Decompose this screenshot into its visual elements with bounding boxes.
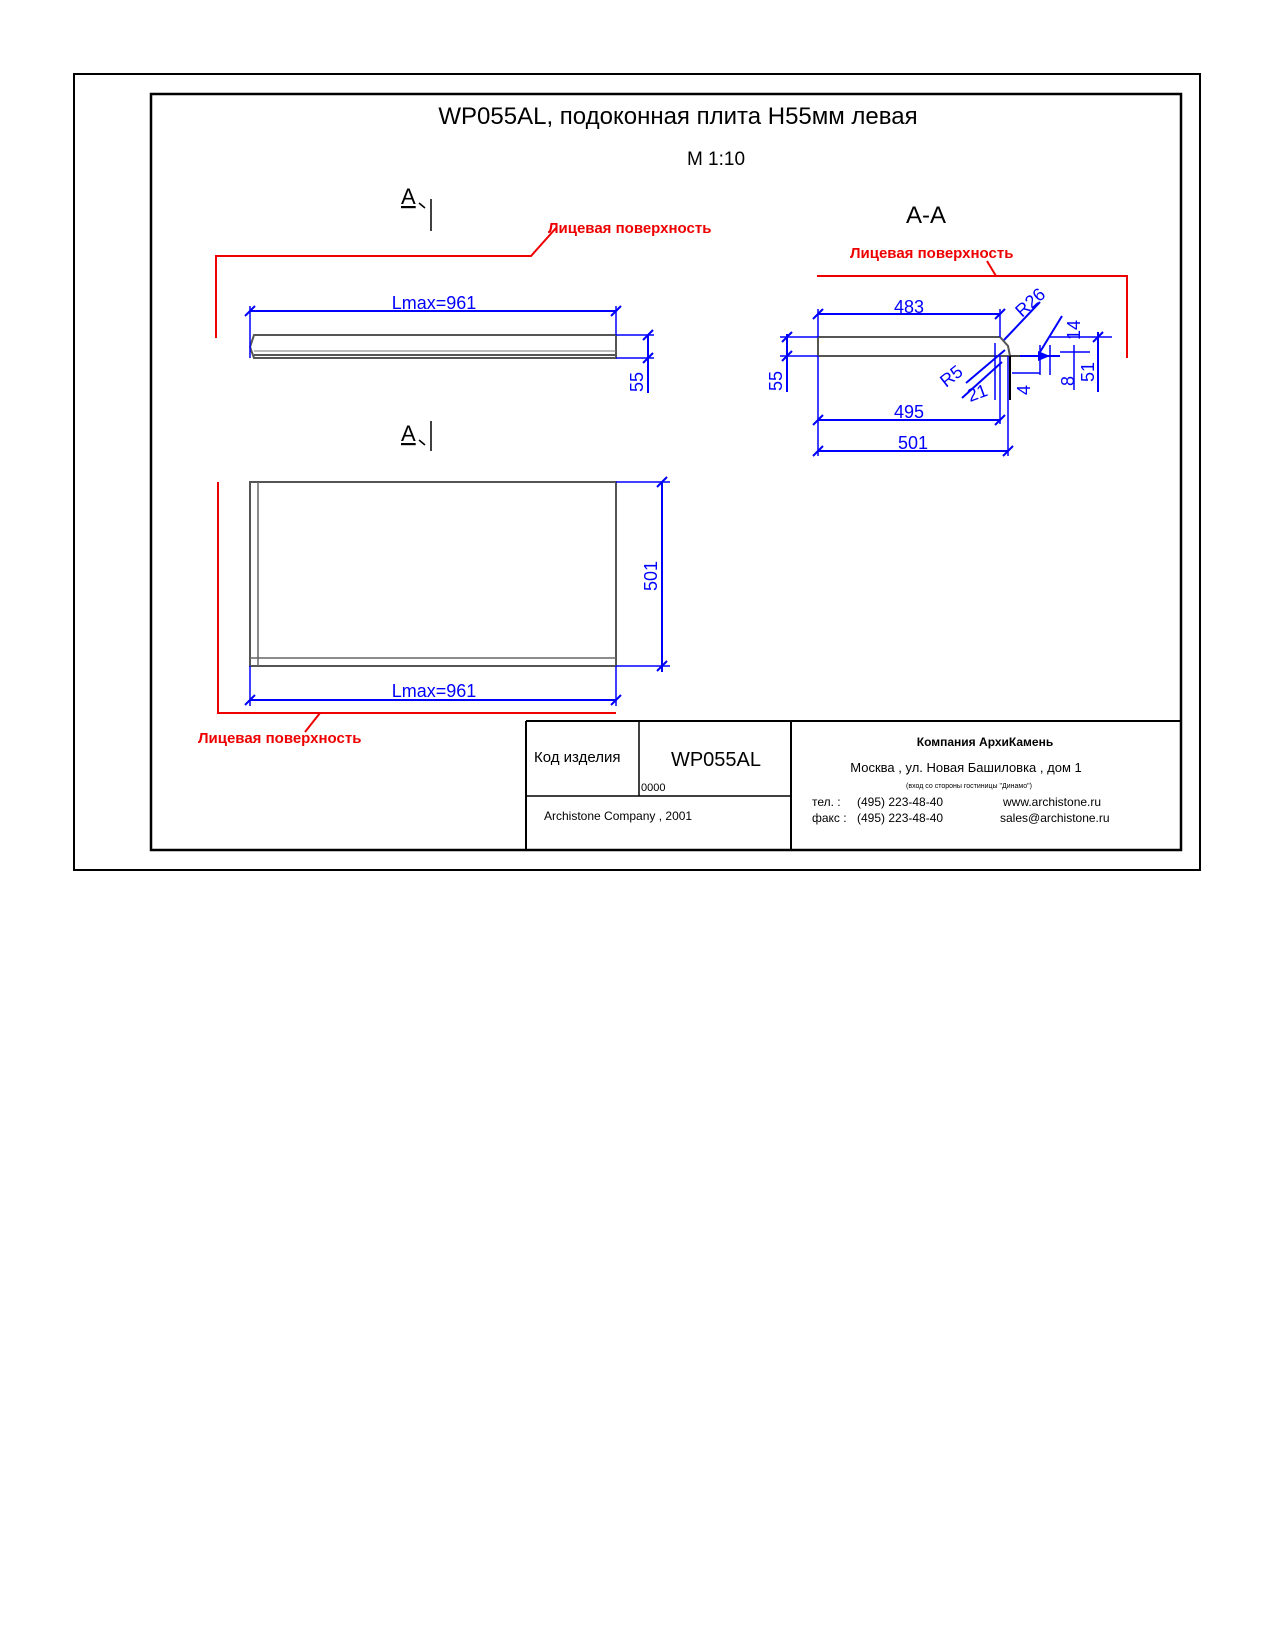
face-surface-label-section: Лицевая поверхность xyxy=(850,245,1013,262)
company-address: Москва , ул. Новая Башиловка , дом 1 xyxy=(850,760,1081,775)
dim-height-front: 55 xyxy=(627,372,647,392)
tel-value: (495) 223-48-40 xyxy=(857,795,943,809)
dim-483: 483 xyxy=(894,297,924,317)
dim-495: 495 xyxy=(894,402,924,422)
dim-r5: R5 xyxy=(936,361,966,391)
inner-frame xyxy=(149,92,1183,852)
section-mark-bottom: А xyxy=(401,421,416,446)
plan-view: А Лицевая поверхность 501 Lmax=961 xyxy=(198,421,670,747)
company-name: Компания АрхиКамень xyxy=(917,735,1053,749)
drawing-title: WP055AL, подоконная плита Н55мм левая xyxy=(438,103,917,130)
dim-8: 8 xyxy=(1058,376,1078,386)
face-surface-line-plan xyxy=(217,482,616,714)
section-mark-top: А xyxy=(401,184,416,209)
company-email: sales@archistone.ru xyxy=(1000,811,1110,825)
face-surface-line-front xyxy=(215,227,557,338)
dim-r26: R26 xyxy=(1011,284,1049,321)
dim-501-section: 501 xyxy=(898,433,928,453)
tel-label: тел. : xyxy=(812,795,841,809)
slab-section-profile xyxy=(817,336,1012,357)
dim-21: 21 xyxy=(965,380,991,406)
slab-plan-outline xyxy=(249,481,617,667)
company-website: www.archistone.ru xyxy=(1002,795,1101,809)
face-surface-label-front: Лицевая поверхность xyxy=(548,220,711,237)
front-view: А Лицевая поверхность Lmax=961 55 xyxy=(215,184,711,393)
outer-frame xyxy=(73,73,1201,871)
title-block: Код изделия WP055AL 0000 Archistone Comp… xyxy=(525,720,1181,850)
drawing-scale: М 1:10 xyxy=(687,149,745,170)
face-surface-line-section xyxy=(817,275,1128,358)
section-view: А-А Лицевая поверхность 483 55 495 xyxy=(766,202,1128,457)
entrance-note: (вход со стороны гостиницы "Динамо") xyxy=(906,783,1032,790)
fax-label: факс : xyxy=(812,811,847,825)
section-title: А-А xyxy=(906,202,946,229)
code-value: WP055AL xyxy=(671,749,761,771)
code-sub: 0000 xyxy=(641,782,665,794)
fax-value: (495) 223-48-40 xyxy=(857,811,943,825)
dim-51: 51 xyxy=(1078,362,1098,382)
code-label: Код изделия xyxy=(534,749,620,766)
dim-depth-plan: 501 xyxy=(641,561,661,591)
dim-length-bottom: Lmax=961 xyxy=(392,681,477,701)
dim-4: 4 xyxy=(1014,385,1034,395)
dim-14: 14 xyxy=(1064,320,1084,340)
dim-length-top: Lmax=961 xyxy=(392,293,477,313)
company-year: Archistone Company , 2001 xyxy=(544,809,692,823)
face-surface-label-plan: Лицевая поверхность xyxy=(198,730,361,747)
dim-55-section: 55 xyxy=(766,371,786,391)
